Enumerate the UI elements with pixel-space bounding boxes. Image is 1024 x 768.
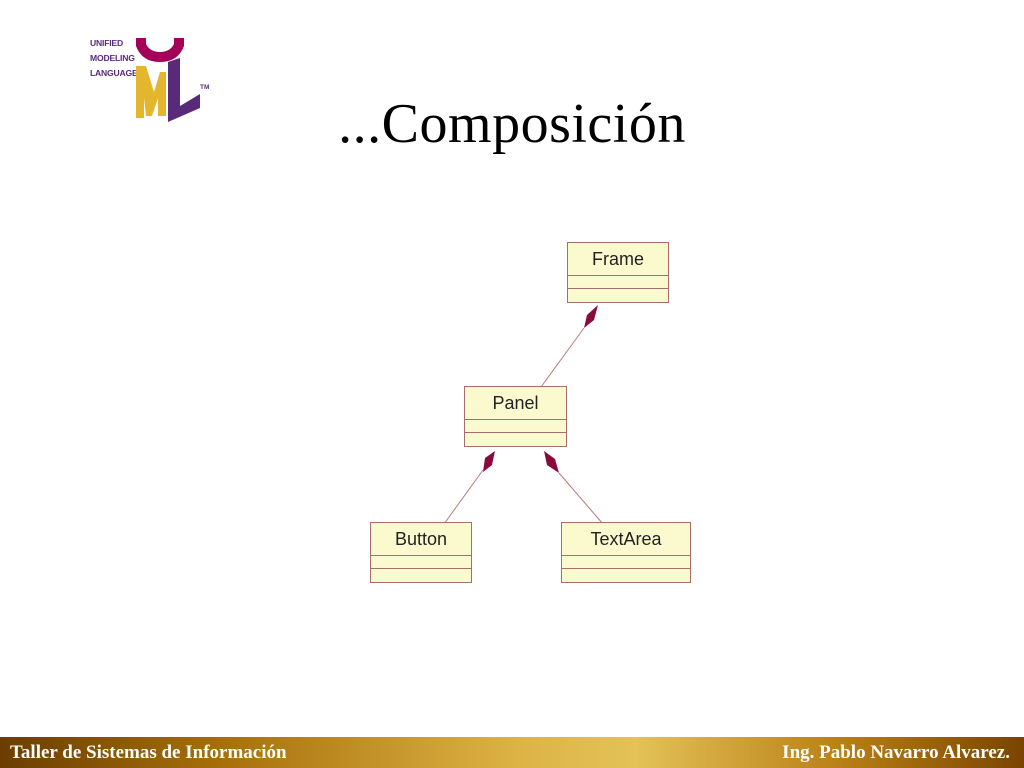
logo-line-modeling: MODELING xyxy=(90,53,135,63)
class-panel-name: Panel xyxy=(492,392,539,413)
class-button-operations xyxy=(371,568,471,582)
uml-logo-mark-icon xyxy=(136,38,200,122)
class-panel: Panel xyxy=(464,386,567,447)
class-panel-operations xyxy=(465,432,566,446)
class-frame-attributes xyxy=(568,275,668,289)
class-button-name: Button xyxy=(394,528,448,549)
uml-logo: UNIFIED MODELING LANGUAGE TM xyxy=(90,36,215,124)
logo-line-language: LANGUAGE xyxy=(90,68,138,78)
logo-trademark: TM xyxy=(200,84,210,91)
logo-wordmark: UNIFIED MODELING LANGUAGE xyxy=(90,36,144,81)
class-button: Button xyxy=(370,522,472,583)
logo-line-unified: UNIFIED xyxy=(90,38,123,48)
panel-button-link xyxy=(443,469,484,525)
class-textarea-operations xyxy=(562,568,690,582)
frame-composition-diamond-icon xyxy=(584,305,598,328)
frame-panel-link xyxy=(540,327,585,388)
class-textarea-name: TextArea xyxy=(590,528,662,549)
class-button-attributes xyxy=(371,555,471,569)
panel-textarea-composition-diamond-icon xyxy=(544,451,559,473)
class-textarea-attributes xyxy=(562,555,690,569)
footer-course-name: Taller de Sistemas de Información xyxy=(10,741,287,763)
class-frame-operations xyxy=(568,288,668,302)
footer-bar: Taller de Sistemas de Información Ing. P… xyxy=(0,737,1024,768)
slide-title: ...Composición xyxy=(338,93,686,155)
panel-button-composition-diamond-icon xyxy=(483,451,495,472)
class-panel-attributes xyxy=(465,419,566,433)
class-textarea: TextArea xyxy=(561,522,691,583)
class-frame: Frame xyxy=(567,242,669,303)
panel-textarea-link xyxy=(558,472,604,525)
footer-author: Ing. Pablo Navarro Alvarez. xyxy=(782,741,1010,763)
class-frame-name: Frame xyxy=(591,248,644,269)
